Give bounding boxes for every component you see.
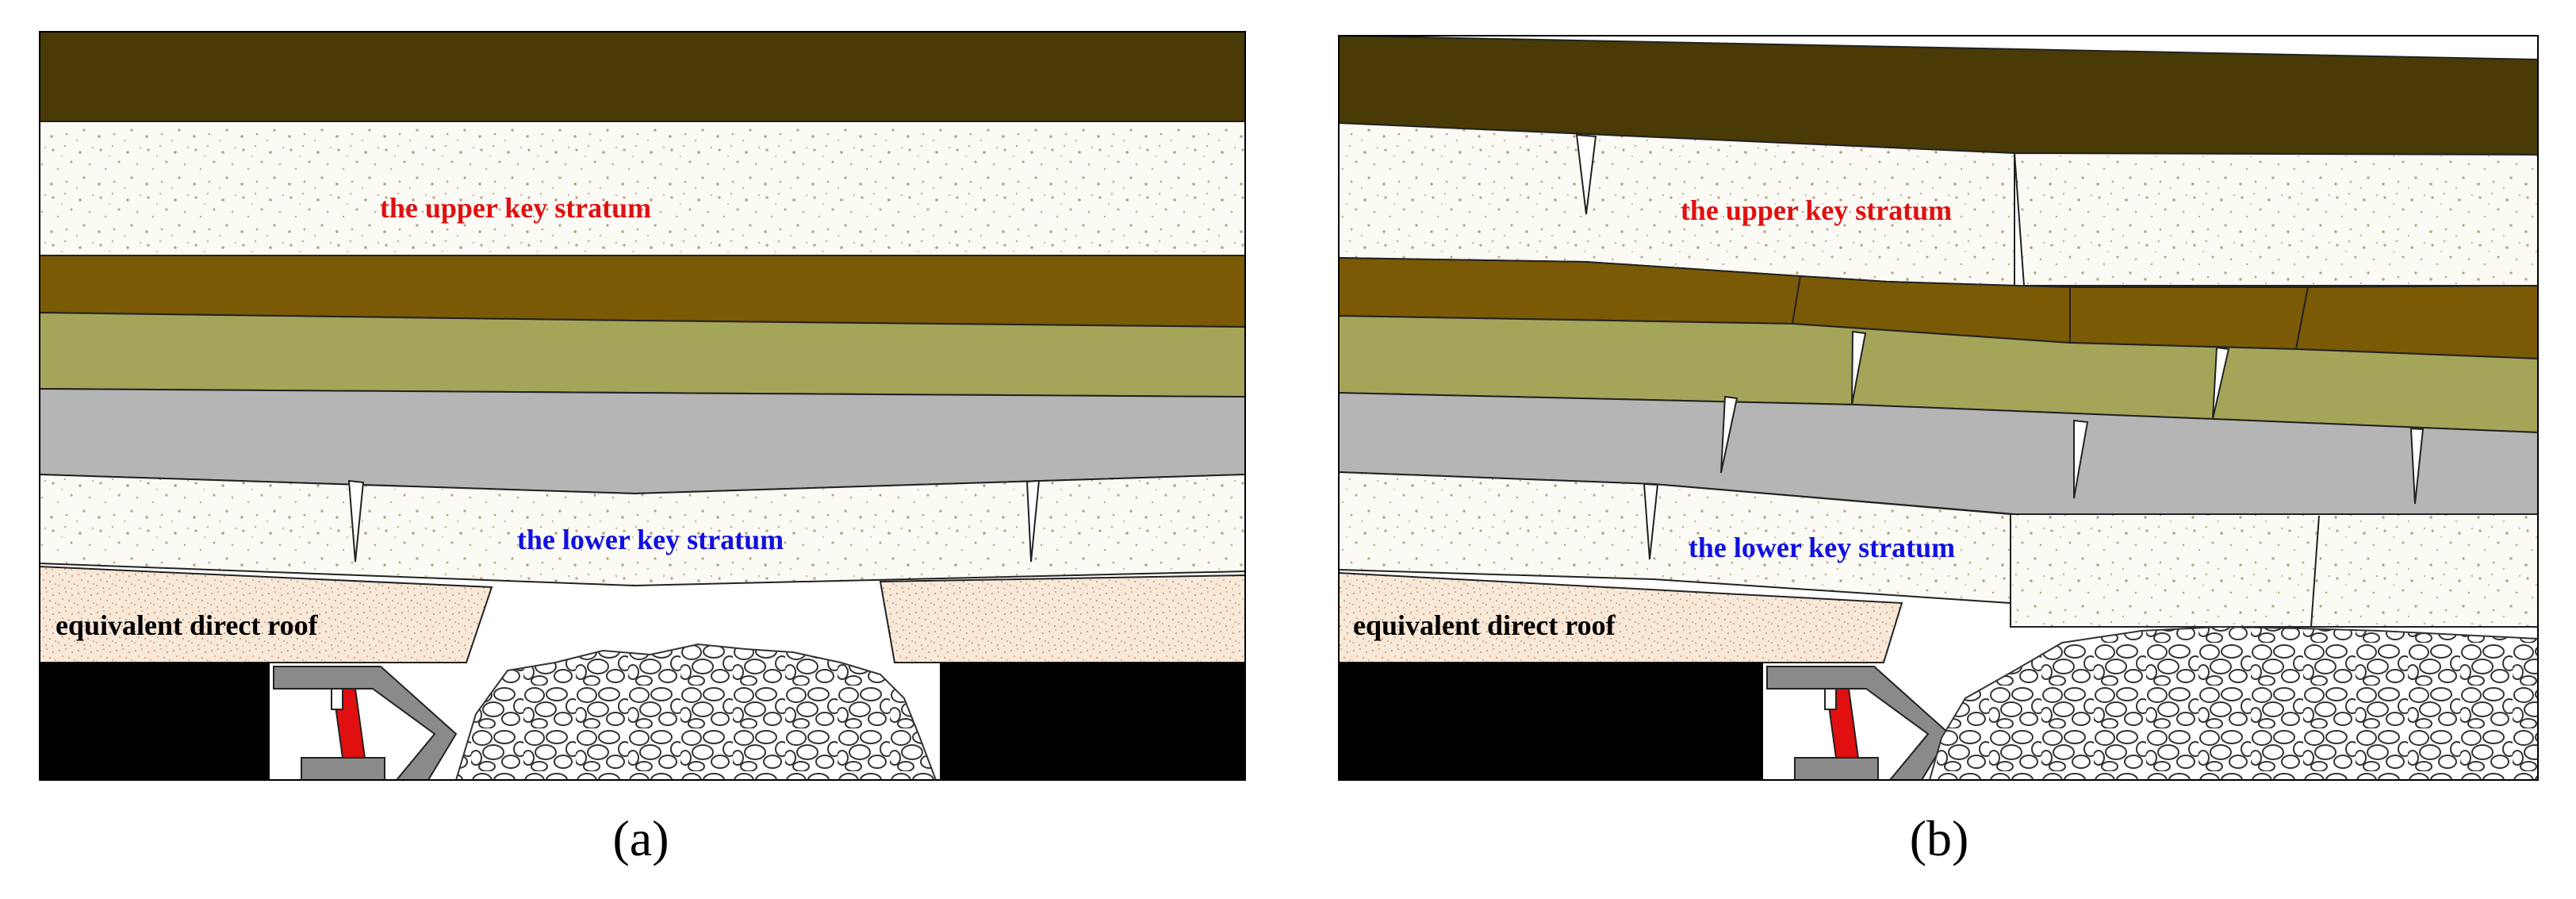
panel-a-coal-seam-left	[40, 663, 270, 780]
panel-a-olive-stratum	[39, 311, 1246, 398]
panel-a-caption: (a)	[612, 810, 669, 866]
panel-b-gob-rubble	[1928, 625, 2539, 781]
panel-b-caption: (b)	[1910, 810, 1969, 866]
panel-b-frame	[1338, 35, 2539, 781]
panel-a-upper-key-stratum	[39, 121, 1246, 256]
panel-a-frame	[39, 31, 1246, 781]
panel-b-lower-key-stratum-label: the lower key stratum	[1689, 532, 1955, 563]
panel-a-equivalent-direct-roof-label: equivalent direct roof	[56, 609, 319, 641]
panel-b-coal-seam	[1339, 663, 1763, 780]
panel-a-direct-roof-right	[879, 574, 1246, 663]
panel-b-lower-key-stratum	[1338, 471, 2539, 628]
panel-a: the upper key stratum the lower key stra…	[39, 31, 1246, 866]
panel-a-gray-stratum	[39, 387, 1246, 495]
panel-b-hydraulic-support	[1766, 666, 1951, 781]
panel-b-equivalent-direct-roof-label: equivalent direct roof	[1353, 609, 1616, 641]
panel-b: the upper key stratum the lower key stra…	[1338, 34, 2539, 866]
panel-a-lower-key-stratum-label: the lower key stratum	[517, 524, 784, 555]
panel-a-gob-rubble	[454, 643, 937, 781]
panel-a-upper-key-stratum-label: the upper key stratum	[380, 192, 651, 224]
panel-b-upper-key-stratum-label: the upper key stratum	[1681, 194, 1952, 226]
panel-a-top-stratum	[39, 31, 1246, 122]
panel-a-hydraulic-support	[273, 666, 458, 781]
panel-a-coal-seam-right	[940, 663, 1245, 780]
